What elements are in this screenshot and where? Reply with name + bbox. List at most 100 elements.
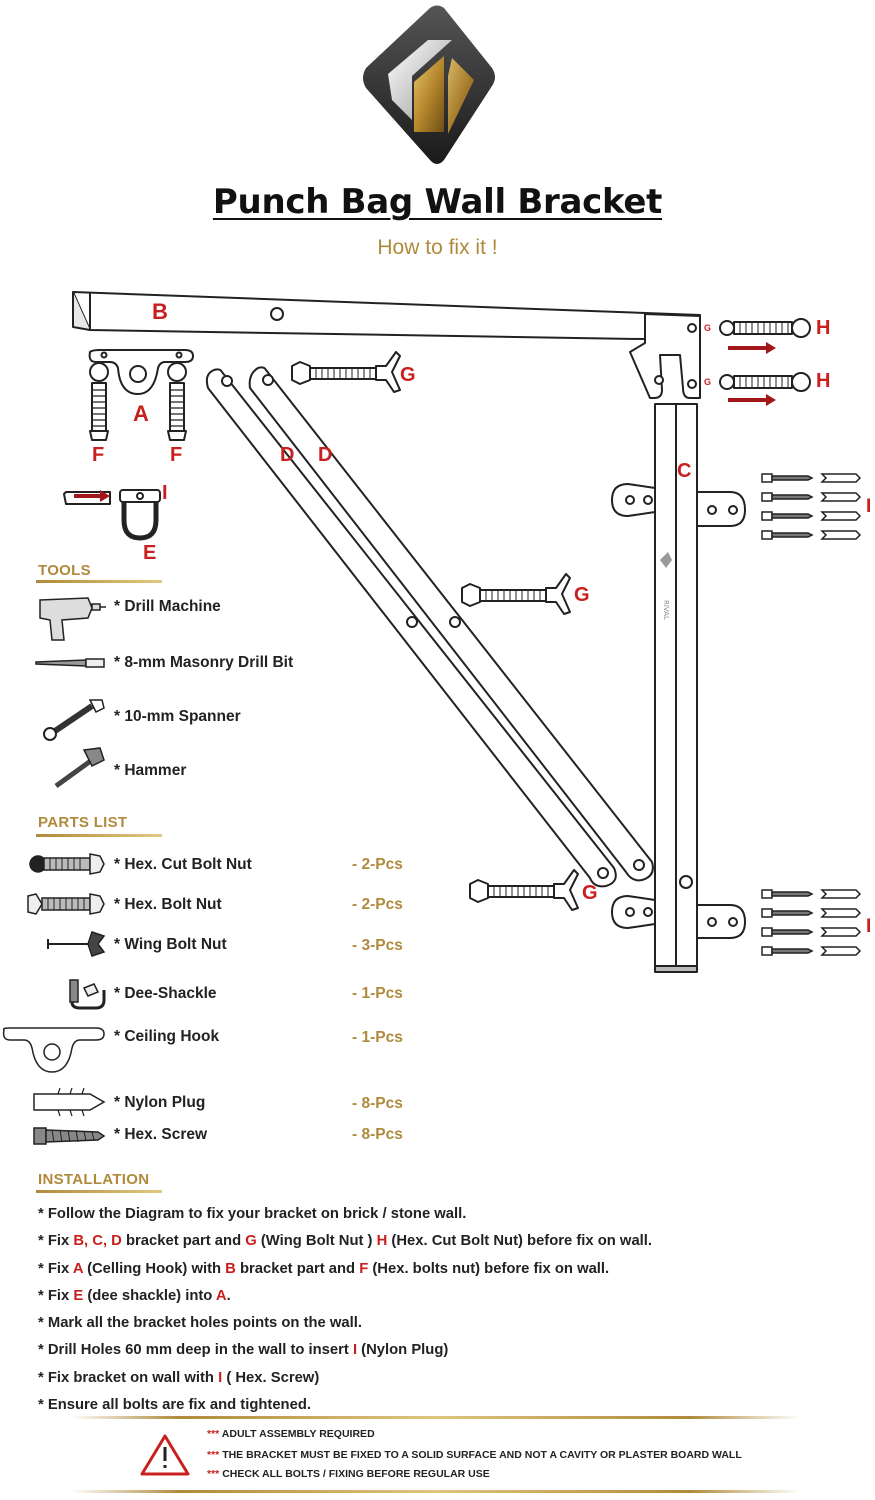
page-subtitle: How to fix it !	[377, 236, 498, 259]
step-text: * Fix bracket on wall with	[38, 1369, 219, 1386]
wing-bolt-g-bottom	[469, 869, 579, 911]
part-reference: G	[245, 1233, 257, 1250]
step-text: ( Hex. Screw)	[222, 1369, 320, 1386]
bolt-f-right	[167, 362, 187, 441]
part-reference: F	[359, 1260, 369, 1277]
part-hex-cut-bolt-nut: * Hex. Cut Bolt Nut	[114, 856, 252, 873]
tool-icons	[35, 597, 106, 789]
drill-icon	[39, 597, 106, 641]
part-reference: A	[215, 1287, 227, 1304]
part-reference: A	[72, 1260, 83, 1277]
step-text: (Celling Hook) with	[82, 1260, 226, 1277]
step-text: * Drill Holes 60 mm deep in the wall to …	[38, 1342, 353, 1359]
bracket-diagram: RIVAL	[63, 291, 862, 973]
part-dee-shackle-qty: - 1-Pcs	[352, 985, 403, 1002]
tool-hammer: * Hammer	[114, 762, 187, 779]
installation-step: * Fix E (dee shackle) into A.	[38, 1286, 858, 1313]
warning-bottom-rule	[70, 1490, 800, 1493]
label-c: C	[677, 460, 692, 482]
tool-spanner: * 10-mm Spanner	[114, 708, 241, 725]
part-ceiling-hook-qty: - 1-Pcs	[352, 1029, 403, 1046]
hammer-icon	[54, 747, 105, 789]
warning-solid-surface: *** THE BRACKET MUST BE FIXED TO A SOLID…	[207, 1449, 742, 1461]
installation-step: * Mark all the bracket holes points on t…	[38, 1313, 858, 1340]
warning-star: ***	[207, 1468, 220, 1480]
dee-shackle-icon	[69, 979, 106, 1010]
wing-bolt-g-top	[291, 351, 401, 393]
part-dee-shackle: * Dee-Shackle	[114, 985, 217, 1002]
tools-heading-underline	[36, 580, 162, 583]
wing-bolt-g-mid	[461, 573, 571, 615]
hex-bolt-nut-icon	[27, 893, 105, 915]
warning-star: ***	[207, 1428, 220, 1440]
post-c: RIVAL	[611, 403, 746, 973]
bolt-f-left	[89, 362, 109, 441]
part-reference: E	[73, 1287, 84, 1304]
label-g-mid: G	[574, 584, 590, 606]
part-reference: I	[218, 1369, 223, 1386]
page-title: Punch Bag Wall Bracket	[212, 182, 663, 222]
hex-bolt-h-bottom	[719, 372, 811, 392]
installation-step: * Follow the Diagram to fix your bracket…	[38, 1204, 858, 1231]
label-h-top: H	[816, 317, 831, 339]
installation-step: * Ensure all bolts are fix and tightened…	[38, 1395, 858, 1422]
part-ceiling-hook: * Ceiling Hook	[114, 1028, 220, 1045]
label-a: A	[133, 401, 149, 426]
part-hex-cut-bolt-nut-qty: - 2-Pcs	[352, 856, 403, 873]
label-g-bottom: G	[582, 882, 598, 904]
warning-star: ***	[207, 1449, 220, 1461]
part-hex-screw-qty: - 8-Pcs	[352, 1126, 403, 1143]
warning-top-rule	[70, 1416, 800, 1419]
label-b: B	[152, 299, 168, 324]
step-text: (Hex. Cut Bolt Nut) before fix on wall.	[387, 1233, 653, 1250]
step-text: * Fix	[38, 1287, 74, 1304]
part-wing-bolt-nut: * Wing Bolt Nut	[114, 936, 227, 953]
step-text: (Wing Bolt Nut )	[256, 1233, 377, 1250]
installation-heading: INSTALLATION	[38, 1171, 150, 1188]
installation-step: * Fix bracket on wall with I ( Hex. Scre…	[38, 1368, 858, 1395]
parts-heading-underline	[36, 834, 162, 837]
tool-drill-machine: * Drill Machine	[114, 598, 221, 615]
screws-plugs-top	[761, 473, 862, 540]
label-h-bottom: H	[816, 370, 831, 392]
part-reference: I	[352, 1342, 358, 1359]
part-reference: B, C, D	[73, 1233, 122, 1250]
step-text: * Ensure all bolts are fix and tightened…	[38, 1397, 311, 1414]
step-text: * Follow the Diagram to fix your bracket…	[38, 1206, 467, 1222]
arm-b	[72, 291, 701, 399]
warning-text: THE BRACKET MUST BE FIXED TO A SOLID SUR…	[222, 1449, 742, 1461]
hex-cut-bolt-nut-icon	[29, 853, 105, 875]
screws-plugs-bottom	[761, 889, 862, 956]
step-text: .	[226, 1287, 231, 1304]
part-icons	[2, 853, 106, 1145]
hex-screw-icon	[33, 1127, 106, 1145]
step-text: (Nylon Plug)	[357, 1342, 449, 1359]
part-hex-bolt-nut: * Hex. Bolt Nut	[114, 896, 222, 913]
part-hex-screw: * Hex. Screw	[114, 1126, 208, 1143]
drill-bit-icon	[35, 658, 105, 668]
installation-step: * Fix A (Celling Hook) with B bracket pa…	[38, 1259, 858, 1286]
installation-step: * Fix B, C, D bracket part and G (Wing B…	[38, 1231, 858, 1258]
wing-bolt-nut-icon	[47, 931, 106, 957]
label-d-2: D	[318, 444, 333, 466]
warning-adult-assembly: *** ADULT ASSEMBLY REQUIRED	[207, 1428, 375, 1440]
warning-check-bolts: *** CHECK ALL BOLTS / FIXING BEFORE REGU…	[207, 1468, 490, 1480]
part-reference: B	[225, 1260, 236, 1277]
step-text: bracket part and	[121, 1233, 246, 1250]
brand-logo	[363, 5, 495, 164]
step-text: (dee shackle) into	[83, 1287, 216, 1304]
part-nylon-plug: * Nylon Plug	[114, 1094, 206, 1111]
ceiling-hook-a	[88, 349, 194, 395]
brace-d-2	[248, 366, 654, 882]
parts-heading: PARTS LIST	[38, 814, 128, 831]
label-g-small-top: G	[704, 323, 712, 333]
nylon-plug-icon	[33, 1087, 106, 1117]
part-hex-bolt-nut-qty: - 2-Pcs	[352, 896, 403, 913]
label-i-top: I	[866, 496, 872, 517]
hex-bolt-h-top	[719, 318, 811, 338]
warning-text: CHECK ALL BOLTS / FIXING BEFORE REGULAR …	[222, 1468, 490, 1480]
brace-d-1	[205, 368, 617, 888]
ceiling-hook-icon	[2, 1027, 105, 1073]
part-nylon-plug-qty: - 8-Pcs	[352, 1095, 403, 1112]
